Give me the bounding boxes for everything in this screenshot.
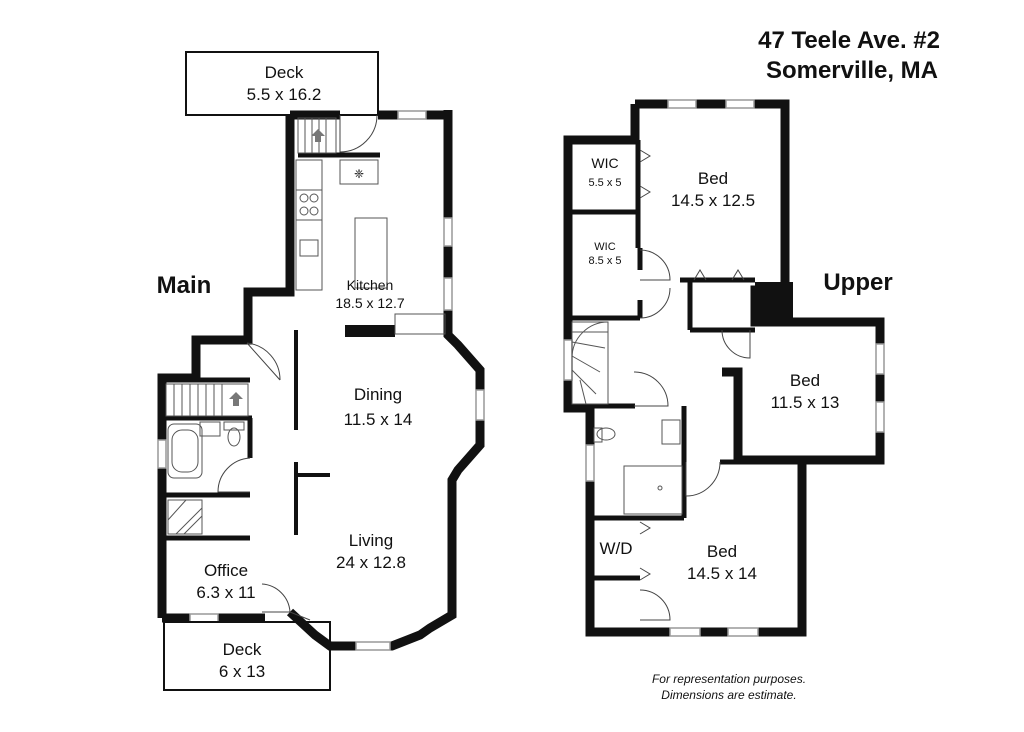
bed2-name: Bed <box>790 371 820 390</box>
deck-bottom-dims: 6 x 13 <box>219 662 265 681</box>
dining-name: Dining <box>354 385 402 404</box>
upper-bathroom <box>593 419 683 515</box>
main-floor-plan: ❈ Deck 5.5 x 16.2 Kitchen 18.5 x 12.7 Di… <box>157 51 485 691</box>
stair-up-arrow-icon <box>311 129 325 142</box>
bed1-name: Bed <box>698 169 728 188</box>
wic2-name: WIC <box>594 241 615 253</box>
stair-up-arrow-icon-2 <box>229 392 243 406</box>
fan-icon: ❈ <box>354 167 364 181</box>
office-dims: 6.3 x 11 <box>196 583 255 602</box>
upper-interior-walls <box>572 140 806 581</box>
floor-label-upper: Upper <box>823 269 892 296</box>
living-dims: 24 x 12.8 <box>336 553 406 572</box>
kitchen-dims: 18.5 x 12.7 <box>335 295 404 311</box>
deck-bottom-outline <box>163 621 331 691</box>
wic1-name: WIC <box>591 155 618 171</box>
upper-floor-plan: WIC 5.5 x 5 WIC 8.5 x 5 Bed 14.5 x 12.5 … <box>563 99 893 637</box>
main-doors <box>217 114 378 621</box>
wd-name: W/D <box>599 539 632 558</box>
deck-top-outline <box>185 51 379 116</box>
wic2-dims: 8.5 x 5 <box>588 255 621 267</box>
address-line1: 47 Teele Ave. #2 <box>758 27 940 54</box>
wic1-dims: 5.5 x 5 <box>588 177 621 189</box>
upper-doors <box>633 149 751 621</box>
address-line2: Somerville, MA <box>766 57 938 84</box>
deck-bottom-name: Deck <box>223 640 262 659</box>
living-name: Living <box>349 531 393 550</box>
main-bathroom <box>167 421 245 479</box>
kitchen-fixtures <box>295 159 446 335</box>
dining-dims: 11.5 x 14 <box>344 410 413 429</box>
main-windows <box>157 110 485 651</box>
upper-windows <box>563 99 885 637</box>
bed3-dims: 14.5 x 14 <box>687 564 757 583</box>
bed1-dims: 14.5 x 12.5 <box>671 191 755 210</box>
deck-top-name: Deck <box>265 63 304 82</box>
main-interior-walls <box>166 152 395 541</box>
disclaimer-line1: For representation purposes. <box>652 672 806 686</box>
bed2-dims: 11.5 x 13 <box>771 393 840 412</box>
kitchen-name: Kitchen <box>347 277 394 293</box>
deck-top-dims: 5.5 x 16.2 <box>247 85 322 104</box>
floor-label-main: Main <box>157 272 212 299</box>
upper-solid-wall <box>755 282 793 324</box>
disclaimer-line2: Dimensions are estimate. <box>661 688 796 702</box>
upper-stairs <box>571 321 609 405</box>
office-name: Office <box>204 561 248 580</box>
bed3-name: Bed <box>707 542 737 561</box>
